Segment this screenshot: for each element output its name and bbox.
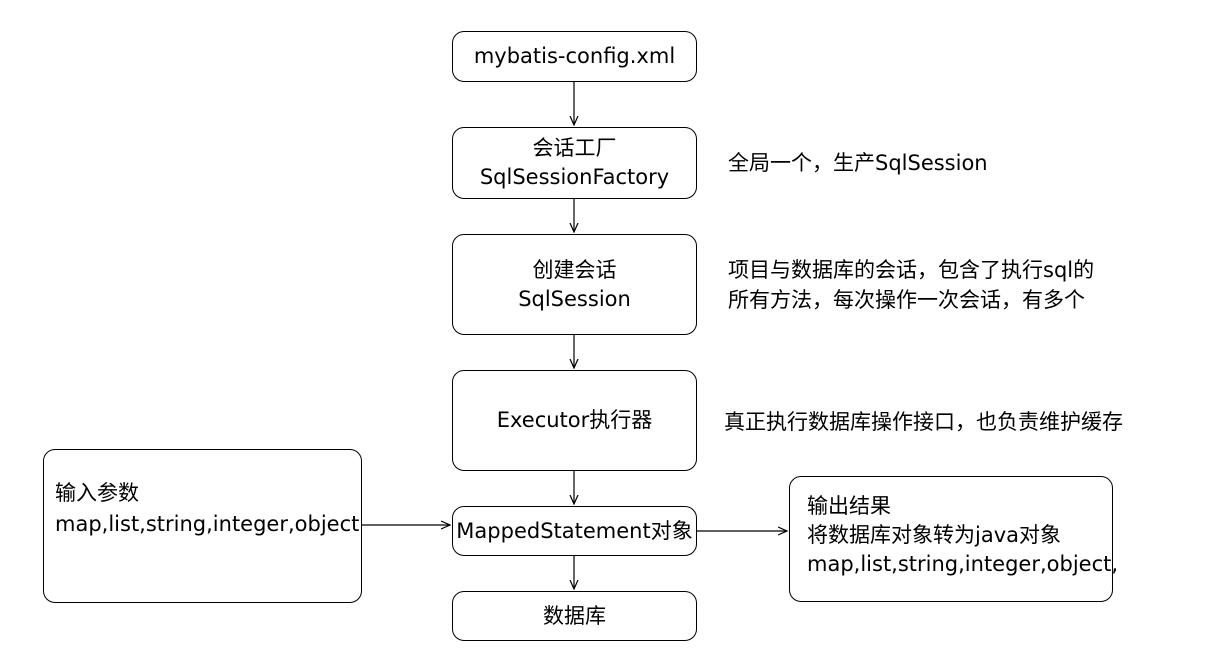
node-create-session: 创建会话 SqlSession <box>452 234 697 335</box>
annotation-session-factory: 全局一个，生产SqlSession <box>728 146 988 181</box>
node-label: 将数据库对象转为java对象 <box>807 523 1061 547</box>
node-label: 输入参数 <box>55 481 139 505</box>
node-label: SqlSession <box>518 286 631 311</box>
node-executor: Executor执行器 <box>452 370 697 471</box>
node-label: 会话工厂 <box>532 136 617 160</box>
node-mapped-statement: MappedStatement对象 <box>452 506 697 556</box>
annotation-text: 项目与数据库的会话，包含了执行sql的 <box>728 258 1095 282</box>
annotation-session: 项目与数据库的会话，包含了执行sql的 所有方法，每次操作一次会话，有多个 <box>728 255 1094 315</box>
node-output-result: 输出结果 将数据库对象转为java对象 map,list,string,inte… <box>789 476 1118 602</box>
node-label: MappedStatement对象 <box>456 518 693 543</box>
node-label: Executor执行器 <box>496 408 653 432</box>
annotation-executor: 真正执行数据库操作接口，也负责维护缓存 <box>724 405 1123 440</box>
annotation-text: 所有方法，每次操作一次会话，有多个 <box>728 288 1085 312</box>
node-input-params: 输入参数 map,list,string,integer,object <box>43 449 362 603</box>
node-label: SqlSessionFactory <box>479 165 670 189</box>
node-mybatis-config: mybatis-config.xml <box>452 31 697 82</box>
node-label: 数据库 <box>543 603 606 628</box>
node-label: map,list,string,integer,object <box>55 512 360 536</box>
node-session-factory: 会话工厂 SqlSessionFactory <box>452 127 697 199</box>
node-label: mybatis-config.xml <box>473 44 676 68</box>
node-database: 数据库 <box>452 591 697 641</box>
node-label: 创建会话 <box>532 257 617 282</box>
annotation-text: 全局一个，生产SqlSession <box>728 151 988 175</box>
node-label: map,list,string,integer,object, <box>807 552 1119 576</box>
node-label: 输出结果 <box>807 494 891 518</box>
annotation-text: 真正执行数据库操作接口，也负责维护缓存 <box>724 410 1123 434</box>
